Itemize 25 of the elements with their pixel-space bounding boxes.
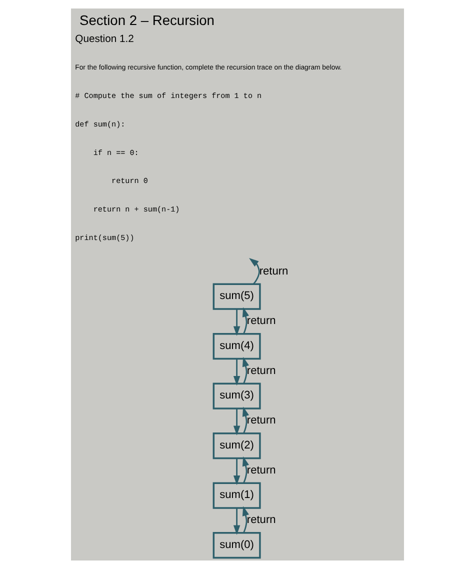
node-box: sum(3) <box>212 382 260 410</box>
arrow <box>242 307 248 334</box>
diagram-title: Section 2 – Recursion <box>79 12 214 28</box>
arrow <box>232 508 240 535</box>
edge-label: return <box>246 414 276 427</box>
arrow <box>248 258 260 285</box>
edge-label: return <box>246 315 276 328</box>
node-box: sum(5) <box>212 283 260 310</box>
arrow <box>242 356 248 384</box>
arrow <box>232 358 240 386</box>
edge-label: return <box>246 464 276 476</box>
edge-label: return <box>246 364 276 377</box>
edge-label: return <box>258 265 288 278</box>
label: Question 1.2 <box>74 34 134 46</box>
arrow <box>232 309 240 336</box>
node-box: sum(0) <box>212 532 260 559</box>
node-box: sum(2) <box>212 432 260 460</box>
arrow <box>242 456 248 484</box>
edge-label: return <box>246 514 276 526</box>
arrow <box>232 408 240 436</box>
node-box: sum(4) <box>212 333 260 360</box>
arrow <box>242 506 248 533</box>
arrow <box>232 458 240 486</box>
node-box: sum(1) <box>212 482 260 509</box>
arrow <box>242 406 248 434</box>
